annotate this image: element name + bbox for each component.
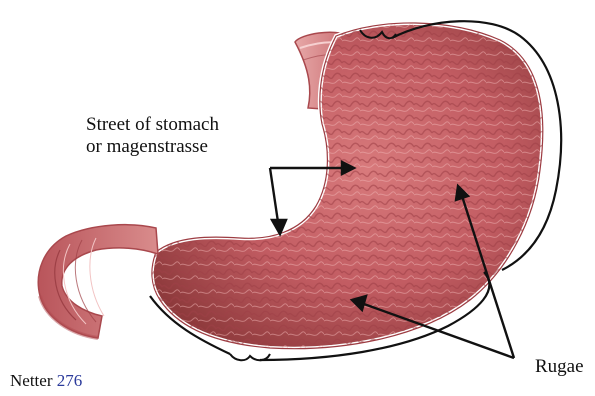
netter-word: Netter [10, 371, 52, 390]
rugae-label: Rugae [535, 356, 584, 378]
netter-page-number: 276 [57, 371, 83, 390]
street-label-line-1: Street of stomach [86, 114, 219, 136]
netter-reference: Netter 276 [10, 370, 82, 392]
street-label-line-2: or magenstrasse [86, 136, 219, 158]
street-of-stomach-label: Street of stomach or magenstrasse [86, 114, 219, 158]
